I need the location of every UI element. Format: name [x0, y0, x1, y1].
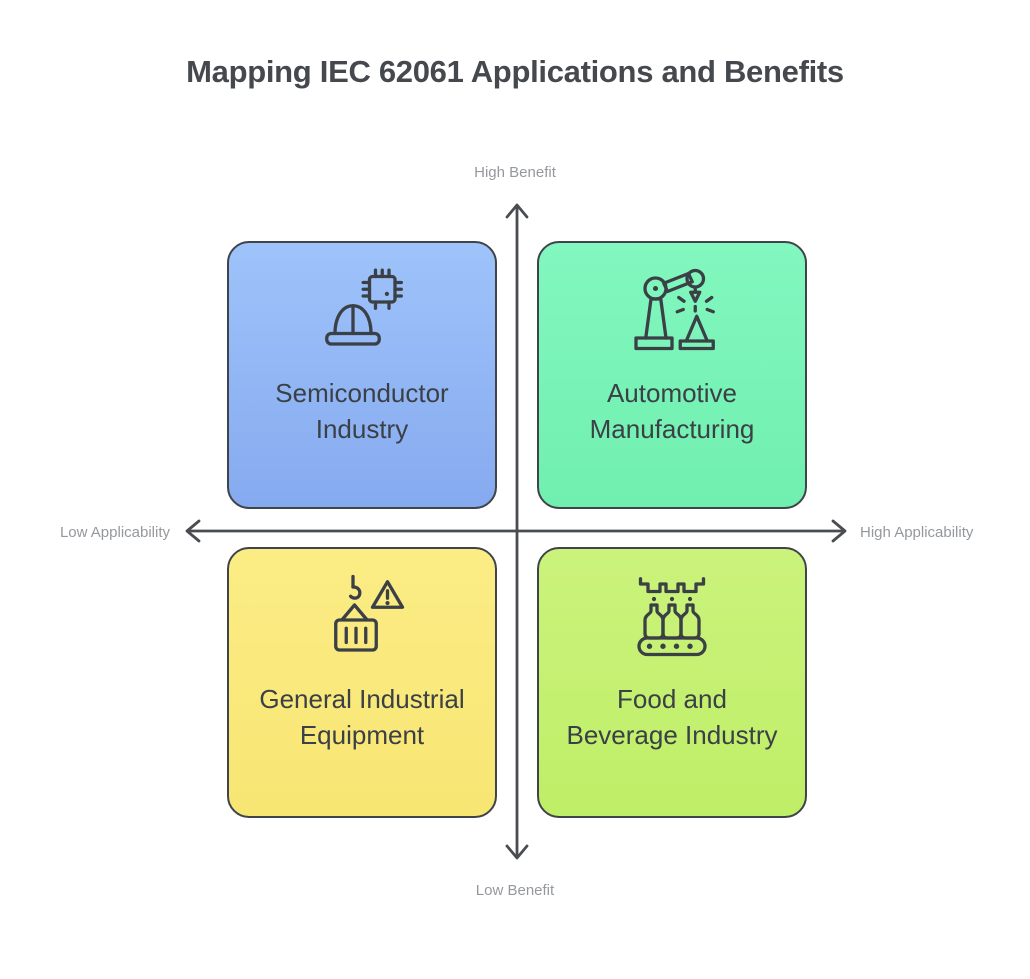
arrow-up-icon [505, 203, 529, 219]
axis-label-low-applicability: Low Applicability [59, 524, 170, 541]
arrow-down-icon [505, 844, 529, 860]
label-line: Food and [617, 684, 727, 714]
robot-arm-welding-icon [634, 268, 715, 351]
axis-label-high-benefit: High Benefit [474, 164, 556, 181]
quadrant-label-food-beverage-industry: Food and Beverage Industry [566, 681, 777, 753]
label-line: Manufacturing [589, 414, 755, 444]
label-line: Automotive [606, 378, 738, 408]
arrow-left-icon [185, 519, 201, 543]
crane-crate-warning-icon [334, 574, 405, 652]
label-line: Beverage Industry [566, 720, 778, 750]
quadrant-card-general-industrial-equipment: General Industrial Equipment [227, 547, 497, 818]
label-line: Semiconductor [275, 378, 449, 408]
quadrant-label-general-industrial-equipment: General Industrial Equipment [259, 681, 464, 753]
label-line: General Industrial [259, 684, 465, 714]
quadrant-label-semiconductor-industry: Semiconductor Industry [275, 375, 448, 447]
arrow-right-icon [831, 519, 847, 543]
axis-label-high-applicability: High Applicability [860, 524, 974, 541]
quadrant-card-automotive-manufacturing: Automotive Manufacturing [537, 241, 807, 509]
quadrant-label-automotive-manufacturing: Automotive Manufacturing [590, 375, 755, 447]
label-line: Industry [315, 414, 409, 444]
axis-label-low-benefit: Low Benefit [475, 882, 555, 899]
quadrant-card-food-beverage-industry: Food and Beverage Industry [537, 547, 807, 818]
label-line: Equipment [299, 720, 425, 750]
hard-hat-microchip-icon [325, 268, 403, 346]
page-title: Mapping IEC 62061 Applications and Benef… [186, 54, 844, 89]
quadrant-card-semiconductor-industry: Semiconductor Industry [227, 241, 497, 509]
bottles-conveyor-icon [637, 577, 707, 657]
